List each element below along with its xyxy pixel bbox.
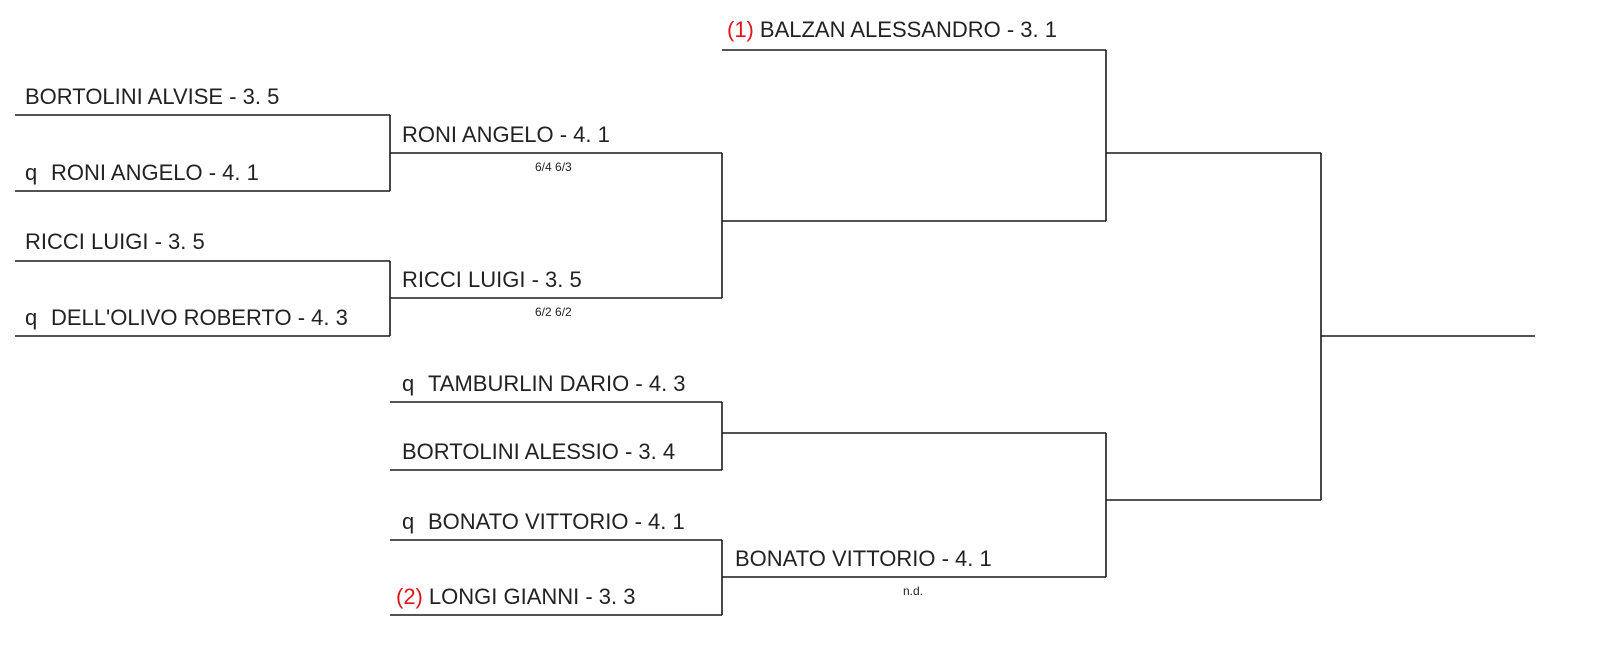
match-score: 6/4 6/3 bbox=[535, 160, 572, 174]
player-name: TAMBURLIN DARIO - 4. 3 bbox=[428, 371, 686, 396]
player-slot-r2-1: RONI ANGELO - 4. 1 bbox=[402, 122, 610, 148]
qualifier-marker: q bbox=[25, 160, 38, 185]
match-score: 6/2 6/2 bbox=[535, 305, 572, 319]
player-name: BORTOLINI ALVISE - 3. 5 bbox=[25, 84, 280, 109]
seed-marker: (2) bbox=[396, 584, 423, 609]
qualifier-marker: q bbox=[402, 509, 415, 534]
qualifier-marker: q bbox=[402, 371, 415, 396]
player-name: BONATO VITTORIO - 4. 1 bbox=[735, 546, 992, 571]
player-slot-r1-2: q RONI ANGELO - 4. 1 bbox=[25, 160, 259, 186]
player-slot-r2-6: (2)LONGI GIANNI - 3. 3 bbox=[396, 584, 636, 610]
player-name: RONI ANGELO - 4. 1 bbox=[51, 160, 259, 185]
qualifier-marker: q bbox=[25, 305, 38, 330]
player-name: RONI ANGELO - 4. 1 bbox=[402, 122, 610, 147]
player-slot-r1-1: BORTOLINI ALVISE - 3. 5 bbox=[25, 84, 279, 110]
player-slot-r2-5: q BONATO VITTORIO - 4. 1 bbox=[402, 509, 685, 535]
player-name: DELL'OLIVO ROBERTO - 4. 3 bbox=[51, 305, 348, 330]
player-name: LONGI GIANNI - 3. 3 bbox=[428, 584, 636, 609]
player-slot-r2-3: q TAMBURLIN DARIO - 4. 3 bbox=[402, 371, 686, 397]
player-name: RICCI LUIGI - 3. 5 bbox=[25, 229, 205, 254]
player-name: RICCI LUIGI - 3. 5 bbox=[402, 267, 582, 292]
player-slot-r1-4: q DELL'OLIVO ROBERTO - 4. 3 bbox=[25, 305, 348, 331]
player-slot-r2-4: BORTOLINI ALESSIO - 3. 4 bbox=[402, 439, 675, 465]
seed-marker: (1) bbox=[727, 17, 754, 42]
player-slot-r3-2: BONATO VITTORIO - 4. 1 bbox=[735, 546, 992, 572]
match-score: n.d. bbox=[903, 584, 924, 598]
player-slot-r1-3: RICCI LUIGI - 3. 5 bbox=[25, 229, 205, 255]
player-slot-r3-1: (1)BALZAN ALESSANDRO - 3. 1 bbox=[727, 17, 1057, 43]
player-name: BONATO VITTORIO - 4. 1 bbox=[428, 509, 685, 534]
player-name: BALZAN ALESSANDRO - 3. 1 bbox=[759, 17, 1057, 42]
player-name: BORTOLINI ALESSIO - 3. 4 bbox=[402, 439, 676, 464]
player-slot-r2-2: RICCI LUIGI - 3. 5 bbox=[402, 267, 582, 293]
